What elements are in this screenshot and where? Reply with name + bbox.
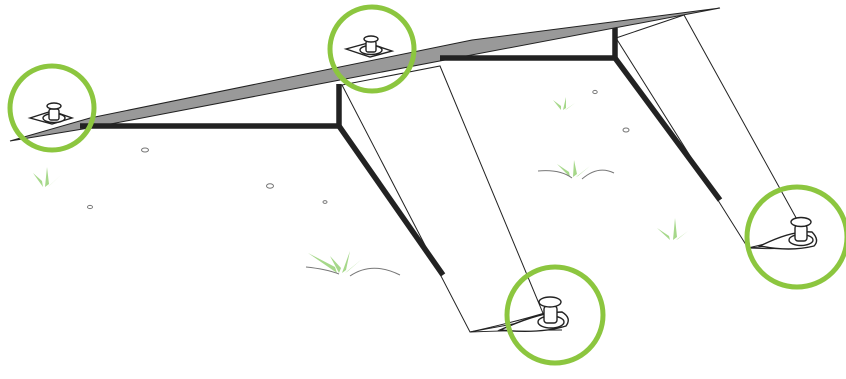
highlight-circle-icon [7, 63, 97, 153]
pebble-icon [141, 147, 149, 153]
pebble-icon [322, 200, 328, 204]
stake-icon [497, 296, 569, 333]
stake-icon [757, 216, 818, 250]
frame-pole-front-leg [336, 124, 446, 277]
stake-icon [27, 102, 75, 125]
grass-tufts [33, 97, 688, 277]
grass-tuft-icon [33, 167, 61, 187]
grass-tuft-icon [305, 251, 401, 277]
guy-line [469, 311, 549, 333]
grass-tuft-icon [553, 97, 575, 110]
stake-icon [343, 35, 395, 58]
grass-tuft-icon [657, 218, 688, 240]
tent-frame [80, 28, 723, 277]
pebble-icon [622, 127, 630, 133]
highlight-circle-icon [504, 264, 606, 366]
ground-pebbles [87, 89, 630, 210]
pebble-icon [87, 204, 93, 210]
highlight-circle-icon [327, 4, 417, 94]
highlight-circles [7, 4, 846, 366]
highlight-circle-icon [744, 184, 846, 290]
pebble-icon [266, 183, 274, 189]
pebble-icon [592, 89, 598, 95]
frame-pole-rear-leg [612, 56, 723, 202]
tent-roof [9, 7, 721, 142]
rear-wall-flap [615, 14, 811, 249]
grass-tuft-icon [537, 160, 615, 180]
stakes [27, 35, 818, 333]
